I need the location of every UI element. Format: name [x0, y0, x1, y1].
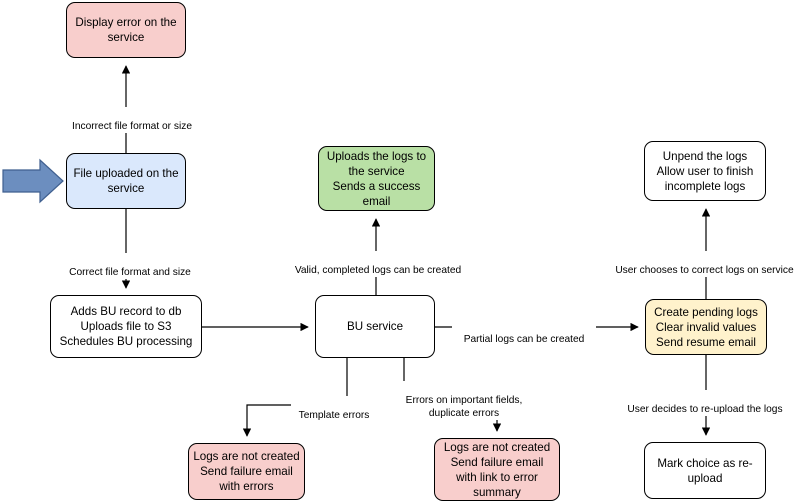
edge-label-correct-file-format-text: Correct file format and size — [69, 267, 191, 278]
node-bu-service-label: BU service — [346, 320, 404, 333]
node-logs-not-created-with-errors[interactable]: Logs are not created Send failure email … — [188, 443, 305, 500]
edge-label-partial-logs-text: Partial logs can be created — [463, 334, 585, 345]
edge-label-correct-file-format: Correct file format and size — [53, 253, 207, 279]
edge-label-user-chooses-to-correct: User chooses to correct logs on service — [604, 251, 801, 277]
node-create-pending-logs[interactable]: Create pending logs Clear invalid values… — [645, 299, 767, 355]
edge-label-valid-completed-logs: Valid, completed logs can be created — [281, 251, 475, 277]
node-logs-not-created-with-errors-label: Logs are not created Send failure email … — [193, 450, 300, 493]
edge-label-template-errors-text: Template errors — [298, 410, 370, 421]
edge-label-template-errors: Template errors — [291, 396, 377, 422]
node-unpend-the-logs-label: Unpend the logs Allow user to finish inc… — [656, 149, 754, 193]
node-file-uploaded-on-the-service[interactable]: File uploaded on the service — [66, 153, 186, 209]
node-bu-service[interactable]: BU service — [315, 295, 435, 358]
start-arrow-icon — [2, 158, 64, 204]
node-mark-choice-as-re-upload[interactable]: Mark choice as re- upload — [644, 442, 766, 499]
node-display-error[interactable]: Display error on the service — [66, 2, 186, 58]
edge-label-errors-on-important-fields-text: Errors on important fields, duplicate er… — [405, 395, 523, 419]
edge-label-user-chooses-to-correct-text: User chooses to correct logs on service — [615, 265, 794, 276]
edge-label-incorrect-file-format-text: Incorrect file format or size — [71, 121, 193, 132]
node-logs-not-created-with-link-label: Logs are not created Send failure email … — [443, 440, 551, 499]
node-logs-not-created-with-link[interactable]: Logs are not created Send failure email … — [434, 438, 560, 501]
node-uploads-the-logs-label: Uploads the logs to the service Sends a … — [326, 149, 427, 208]
edge-label-partial-logs: Partial logs can be created — [452, 320, 596, 346]
node-file-uploaded-label: File uploaded on the service — [73, 167, 179, 195]
node-adds-bu-record[interactable]: Adds BU record to db Uploads file to S3 … — [50, 295, 202, 358]
node-mark-choice-label: Mark choice as re- upload — [657, 456, 753, 485]
edge-label-errors-on-important-fields: Errors on important fields, duplicate er… — [392, 381, 536, 420]
edge-label-valid-completed-logs-text: Valid, completed logs can be created — [294, 265, 462, 276]
edge-label-user-decides-to-reupload: User decides to re-upload the logs — [617, 390, 793, 416]
node-unpend-the-logs[interactable]: Unpend the logs Allow user to finish inc… — [644, 141, 766, 201]
node-create-pending-logs-label: Create pending logs Clear invalid values… — [654, 305, 758, 349]
edge-label-user-decides-to-reupload-text: User decides to re-upload the logs — [627, 404, 783, 415]
node-display-error-label: Display error on the service — [75, 16, 177, 44]
node-uploads-the-logs[interactable]: Uploads the logs to the service Sends a … — [318, 146, 435, 211]
node-adds-bu-record-label: Adds BU record to db Uploads file to S3 … — [59, 305, 193, 348]
edge-label-incorrect-file-format: Incorrect file format or size — [55, 107, 209, 133]
